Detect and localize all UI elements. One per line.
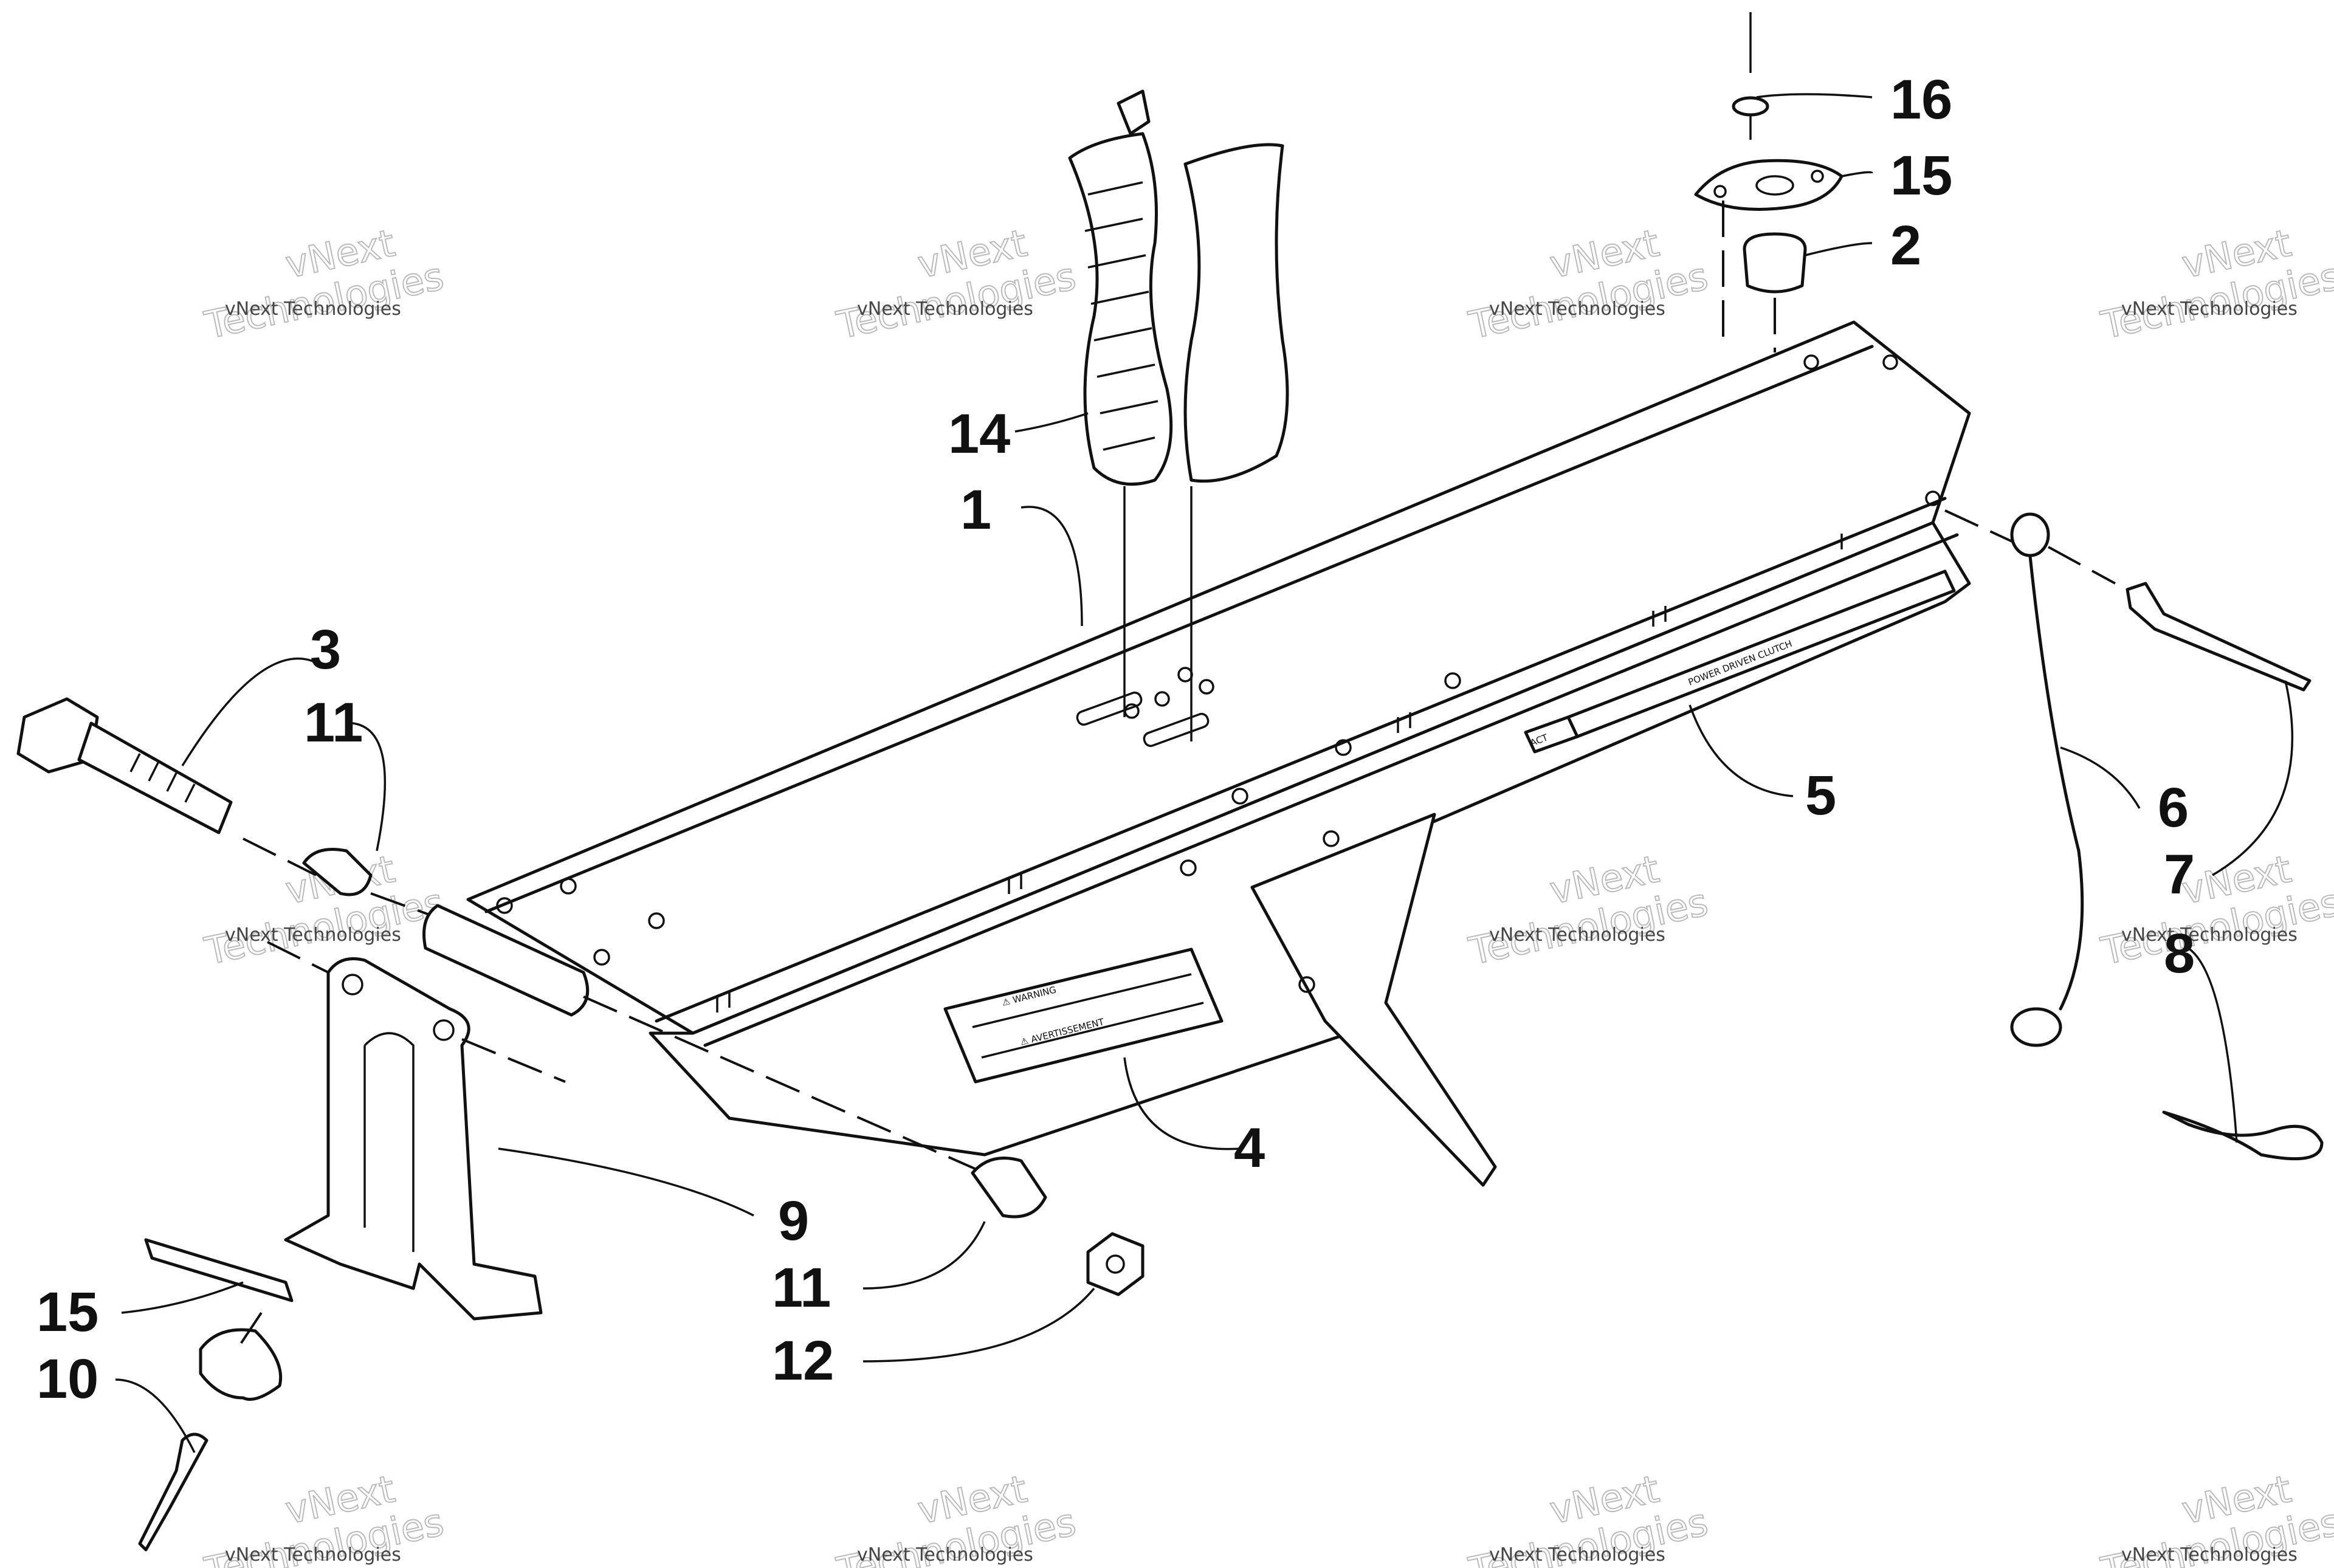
- watermark: Technologies vNext vNext Technologies: [2096, 846, 2334, 974]
- callout-15: 15: [1890, 145, 1952, 207]
- tether-ring: [2010, 1007, 2062, 1047]
- bolt-shank-3: [77, 721, 233, 834]
- bushing-11-top: [302, 848, 373, 896]
- clevis-pin-7: [2126, 582, 2312, 692]
- running-board-deck: [466, 320, 1971, 1035]
- watermark: Technologies vNext vNext Technologies: [1464, 1466, 1712, 1568]
- watermark-text: vNext Technologies: [225, 298, 401, 320]
- bracket-plate-15: [1694, 159, 1843, 211]
- callout-14: 15: [36, 1281, 98, 1343]
- sleeve: [422, 904, 590, 1017]
- watermark: Technologies vNext vNext Technologies: [200, 220, 448, 348]
- watermark-text: vNext Technologies: [857, 298, 1033, 320]
- watermark: Technologies vNext vNext Technologies: [832, 1466, 1080, 1568]
- callout-7: 7: [2164, 844, 2195, 906]
- callout-9: 9: [778, 1190, 809, 1252]
- callout-11-bottom: 11: [772, 1257, 831, 1319]
- callout-13: 14: [948, 403, 1010, 465]
- watermark: Technologies vNext vNext Technologies: [1464, 846, 1712, 974]
- callout-12: 12: [772, 1330, 834, 1392]
- watermark-text: vNext Technologies: [225, 924, 401, 946]
- tether-eyelet: [2010, 512, 2050, 557]
- watermark-text: vNext Technologies: [857, 1544, 1033, 1566]
- grommet-2: [1743, 232, 1807, 294]
- callout-16: 16: [1890, 69, 1952, 131]
- top-hardware: [1694, 12, 1843, 352]
- watermark-text: vNext Technologies: [225, 1544, 401, 1566]
- callout-3: 3: [310, 619, 341, 681]
- watermark-text: vNext Technologies: [2121, 924, 2298, 946]
- nut-12: [1086, 1232, 1145, 1296]
- pedal-back-pad: [1068, 132, 1173, 486]
- callout-6: 6: [2158, 777, 2189, 839]
- hair-pin-8: [2162, 1110, 2324, 1161]
- callout-5: 5: [1805, 765, 1836, 827]
- bolt-assembly: [16, 697, 1145, 1296]
- pedal-front-pad: [1183, 143, 1289, 483]
- running-board-fin: [1250, 813, 1497, 1187]
- strap-14: [144, 1238, 294, 1302]
- callout-10: 10: [36, 1348, 98, 1410]
- watermark: Technologies vNext vNext Technologies: [1464, 220, 1712, 348]
- callout-4: 4: [1234, 1117, 1265, 1179]
- watermark-text: vNext Technologies: [2121, 1544, 2298, 1566]
- warning-label: ⚠ WARNING ⚠ AVERTISSEMENT: [943, 947, 1224, 1084]
- deck-holes: [496, 354, 1941, 993]
- tether-cord: [2028, 554, 2084, 1011]
- knob-10: [199, 1328, 283, 1401]
- callout-11-top: 11: [304, 692, 363, 754]
- watermark: Technologies vNext vNext Technologies: [2096, 220, 2334, 348]
- watermark: Technologies vNext vNext Technologies: [2096, 1466, 2334, 1568]
- running-board: ACT POWER DRIVEN CLUTCH ⚠ WARNING ⚠ AVER…: [466, 320, 1971, 1187]
- callout-1: 1: [960, 479, 991, 541]
- watermark-text: vNext Technologies: [2121, 298, 2298, 320]
- bushing-11-bottom: [971, 1157, 1047, 1219]
- watermark-text: vNext Technologies: [1489, 924, 1665, 946]
- watermark-text: vNext Technologies: [1489, 298, 1665, 320]
- callout-2: 2: [1890, 215, 1921, 277]
- watermark: Technologies vNext vNext Technologies: [200, 1466, 448, 1568]
- tether-assembly: [1944, 509, 2324, 1161]
- seam-marks: [716, 534, 1843, 1013]
- callouts: 16 15 2 14 1 3 11 5 6 7 8 4 9 11 12 15 1…: [36, 69, 2195, 1410]
- rivet-16: [1732, 96, 1769, 117]
- mount-bracket: [138, 941, 566, 1552]
- watermark-text: vNext Technologies: [1489, 1544, 1665, 1566]
- watermark: Technologies vNext vNext Technologies: [832, 220, 1080, 348]
- leader-lines: [115, 93, 2293, 1453]
- callout-8: 8: [2164, 923, 2195, 985]
- rivet-10: [138, 1432, 208, 1552]
- foot-pedal: [1068, 89, 1289, 741]
